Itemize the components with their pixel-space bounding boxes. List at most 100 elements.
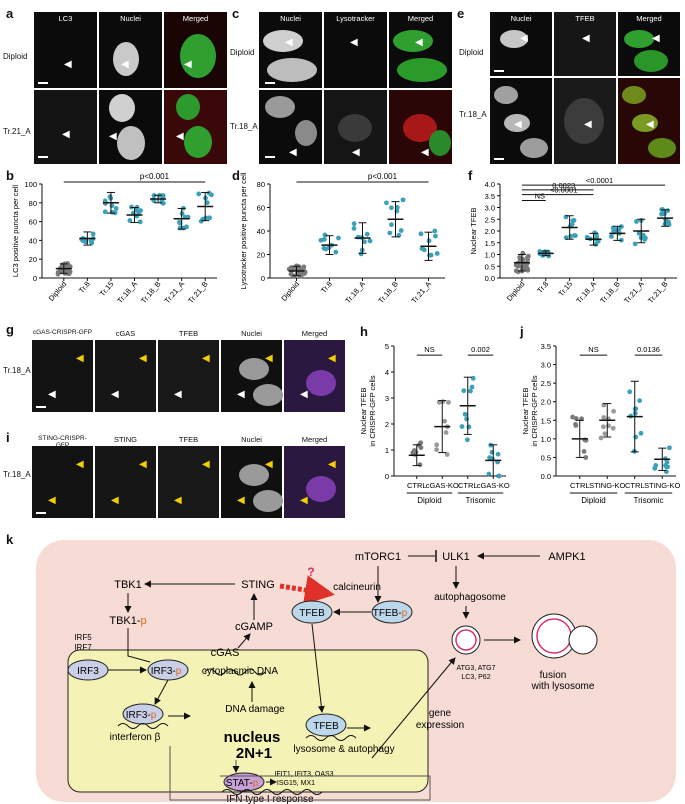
row-label-i: Tr.18_A [3, 470, 31, 479]
row-label-c1: Diploid [230, 48, 255, 57]
node-atg-1: ATG3, ATG7 [456, 665, 495, 672]
data-point [652, 465, 658, 471]
arrow-icon: ◀ [139, 353, 147, 364]
data-point [384, 200, 389, 206]
y-tick-label: 4 [385, 368, 389, 377]
scale-bar [36, 512, 46, 514]
nucleus-blob [267, 58, 317, 82]
micrograph-a-merged-trisomic: ◀ [164, 90, 227, 164]
data-point [611, 408, 617, 414]
y-tick-label: 0.5 [485, 262, 495, 271]
nucleus-blob [500, 30, 528, 48]
micrograph-a-lc3-trisomic: ◀ [34, 90, 97, 164]
arrow-icon: ◀ [265, 353, 273, 364]
data-point [664, 459, 670, 465]
arrow-icon: ◀ [265, 459, 273, 470]
node-ulk1: ULK1 [442, 551, 470, 563]
p-value-label: p<0.001 [140, 172, 170, 181]
y-tick-label: 3.0 [541, 361, 551, 370]
y-tick-label: 3 [385, 394, 389, 403]
data-point [513, 262, 519, 268]
data-point [55, 270, 61, 275]
data-point [204, 200, 210, 206]
y-axis-label: Nuclear TFEBin CRISPR-GFP cells [359, 375, 377, 446]
data-point [159, 200, 165, 206]
p-value-label: p<0.001 [368, 172, 398, 181]
nucleus-blob [176, 94, 200, 120]
data-point [618, 224, 624, 230]
arrow-icon: ◀ [48, 389, 56, 400]
header-i-4: Merged [301, 435, 328, 444]
y-tick-label: 2.5 [485, 215, 495, 224]
p-value-label: NS [588, 345, 598, 354]
micrograph-e-tfeb-trisomic: ◀ [554, 78, 616, 164]
node-tfeb-nuc-ellipse [305, 713, 347, 737]
row-label-a2: Tr.21_A [3, 127, 31, 136]
micrograph-e-nuclei-diploid: Nuclei ◀ [490, 12, 552, 76]
arrow-icon: ◀ [421, 147, 429, 158]
data-point [598, 435, 604, 441]
arrow-icon: ◀ [76, 459, 84, 470]
nucleus-blob [494, 86, 518, 104]
nucleus-blob [239, 358, 269, 380]
p-value-label: NS [424, 345, 434, 354]
x-tick-label: Tr.18_B [598, 280, 622, 306]
node-irf3: IRF3 [77, 666, 99, 677]
dna-squiggle-nuc [117, 723, 169, 729]
scale-bar [265, 82, 275, 84]
edge-tbk1p-irf3p [127, 628, 151, 663]
micrograph-i-0: STING-CRISPR-GFP◀◀ [32, 435, 93, 518]
data-point [638, 430, 644, 436]
nucleus-blob [306, 370, 336, 396]
arrow-icon: ◀ [48, 495, 56, 506]
node-karyotype: 2N+1 [236, 745, 272, 762]
x-tick-label: Tr.15 [556, 280, 574, 299]
x-tick-label: Tr.21_A [622, 280, 646, 306]
data-point [351, 225, 357, 231]
data-point [459, 424, 465, 429]
data-point [467, 388, 473, 394]
arrow-icon: ◀ [520, 33, 528, 44]
x-tick-label: cGAS-KO [426, 481, 459, 490]
data-point [637, 398, 643, 404]
micrograph-c-lyso-diploid: Lysotracker ◀ [324, 12, 387, 88]
data-point [581, 449, 587, 454]
data-point [302, 271, 307, 276]
nucleus-blob [397, 58, 447, 82]
header-c-merged: Merged [407, 14, 434, 23]
node-ifit-2: ISG15, MX1 [277, 780, 315, 787]
data-point [322, 236, 327, 242]
y-tick-label: 4.0 [485, 180, 495, 189]
node-stat-ellipse [223, 772, 265, 792]
node-ifn: IFN type I response [226, 794, 314, 804]
data-point [196, 191, 202, 197]
nucleus-blob [263, 30, 303, 52]
scale-bar [265, 156, 275, 158]
data-point [602, 431, 608, 437]
node-irf3p: IRF3-p [151, 666, 182, 677]
header-a-nuclei: Nuclei [120, 14, 141, 23]
y-tick-label: 2 [385, 420, 389, 429]
data-point [433, 233, 438, 239]
node-mtorc1: mTORC1 [355, 551, 401, 563]
arrow-icon: ◀ [176, 131, 184, 142]
header-i-3: Nuclei [241, 435, 262, 444]
arrow-icon: ◀ [289, 147, 297, 158]
autophagosome-inner-icon [455, 629, 477, 651]
data-point [462, 411, 468, 417]
x-tick-label: Tr.18_B [376, 280, 400, 306]
nucleus-blob [504, 114, 530, 132]
data-point [322, 232, 328, 238]
dna-squiggle-stat [221, 789, 323, 795]
data-point [389, 205, 394, 211]
arrow-icon: ◀ [121, 59, 129, 70]
y-axis-label: LC3 positive puncta per cell [11, 185, 20, 277]
nucleus-blob [253, 384, 283, 406]
node-nucleus: nucleus [224, 729, 281, 746]
arrow-icon: ◀ [111, 495, 119, 506]
arrow-icon: ◀ [285, 37, 293, 48]
micrograph-c-merged-trisomic: ◀ [389, 90, 452, 164]
header-a-merged: Merged [182, 14, 209, 23]
panel-label-b: b [6, 168, 14, 183]
nucleus-blob [113, 42, 139, 76]
